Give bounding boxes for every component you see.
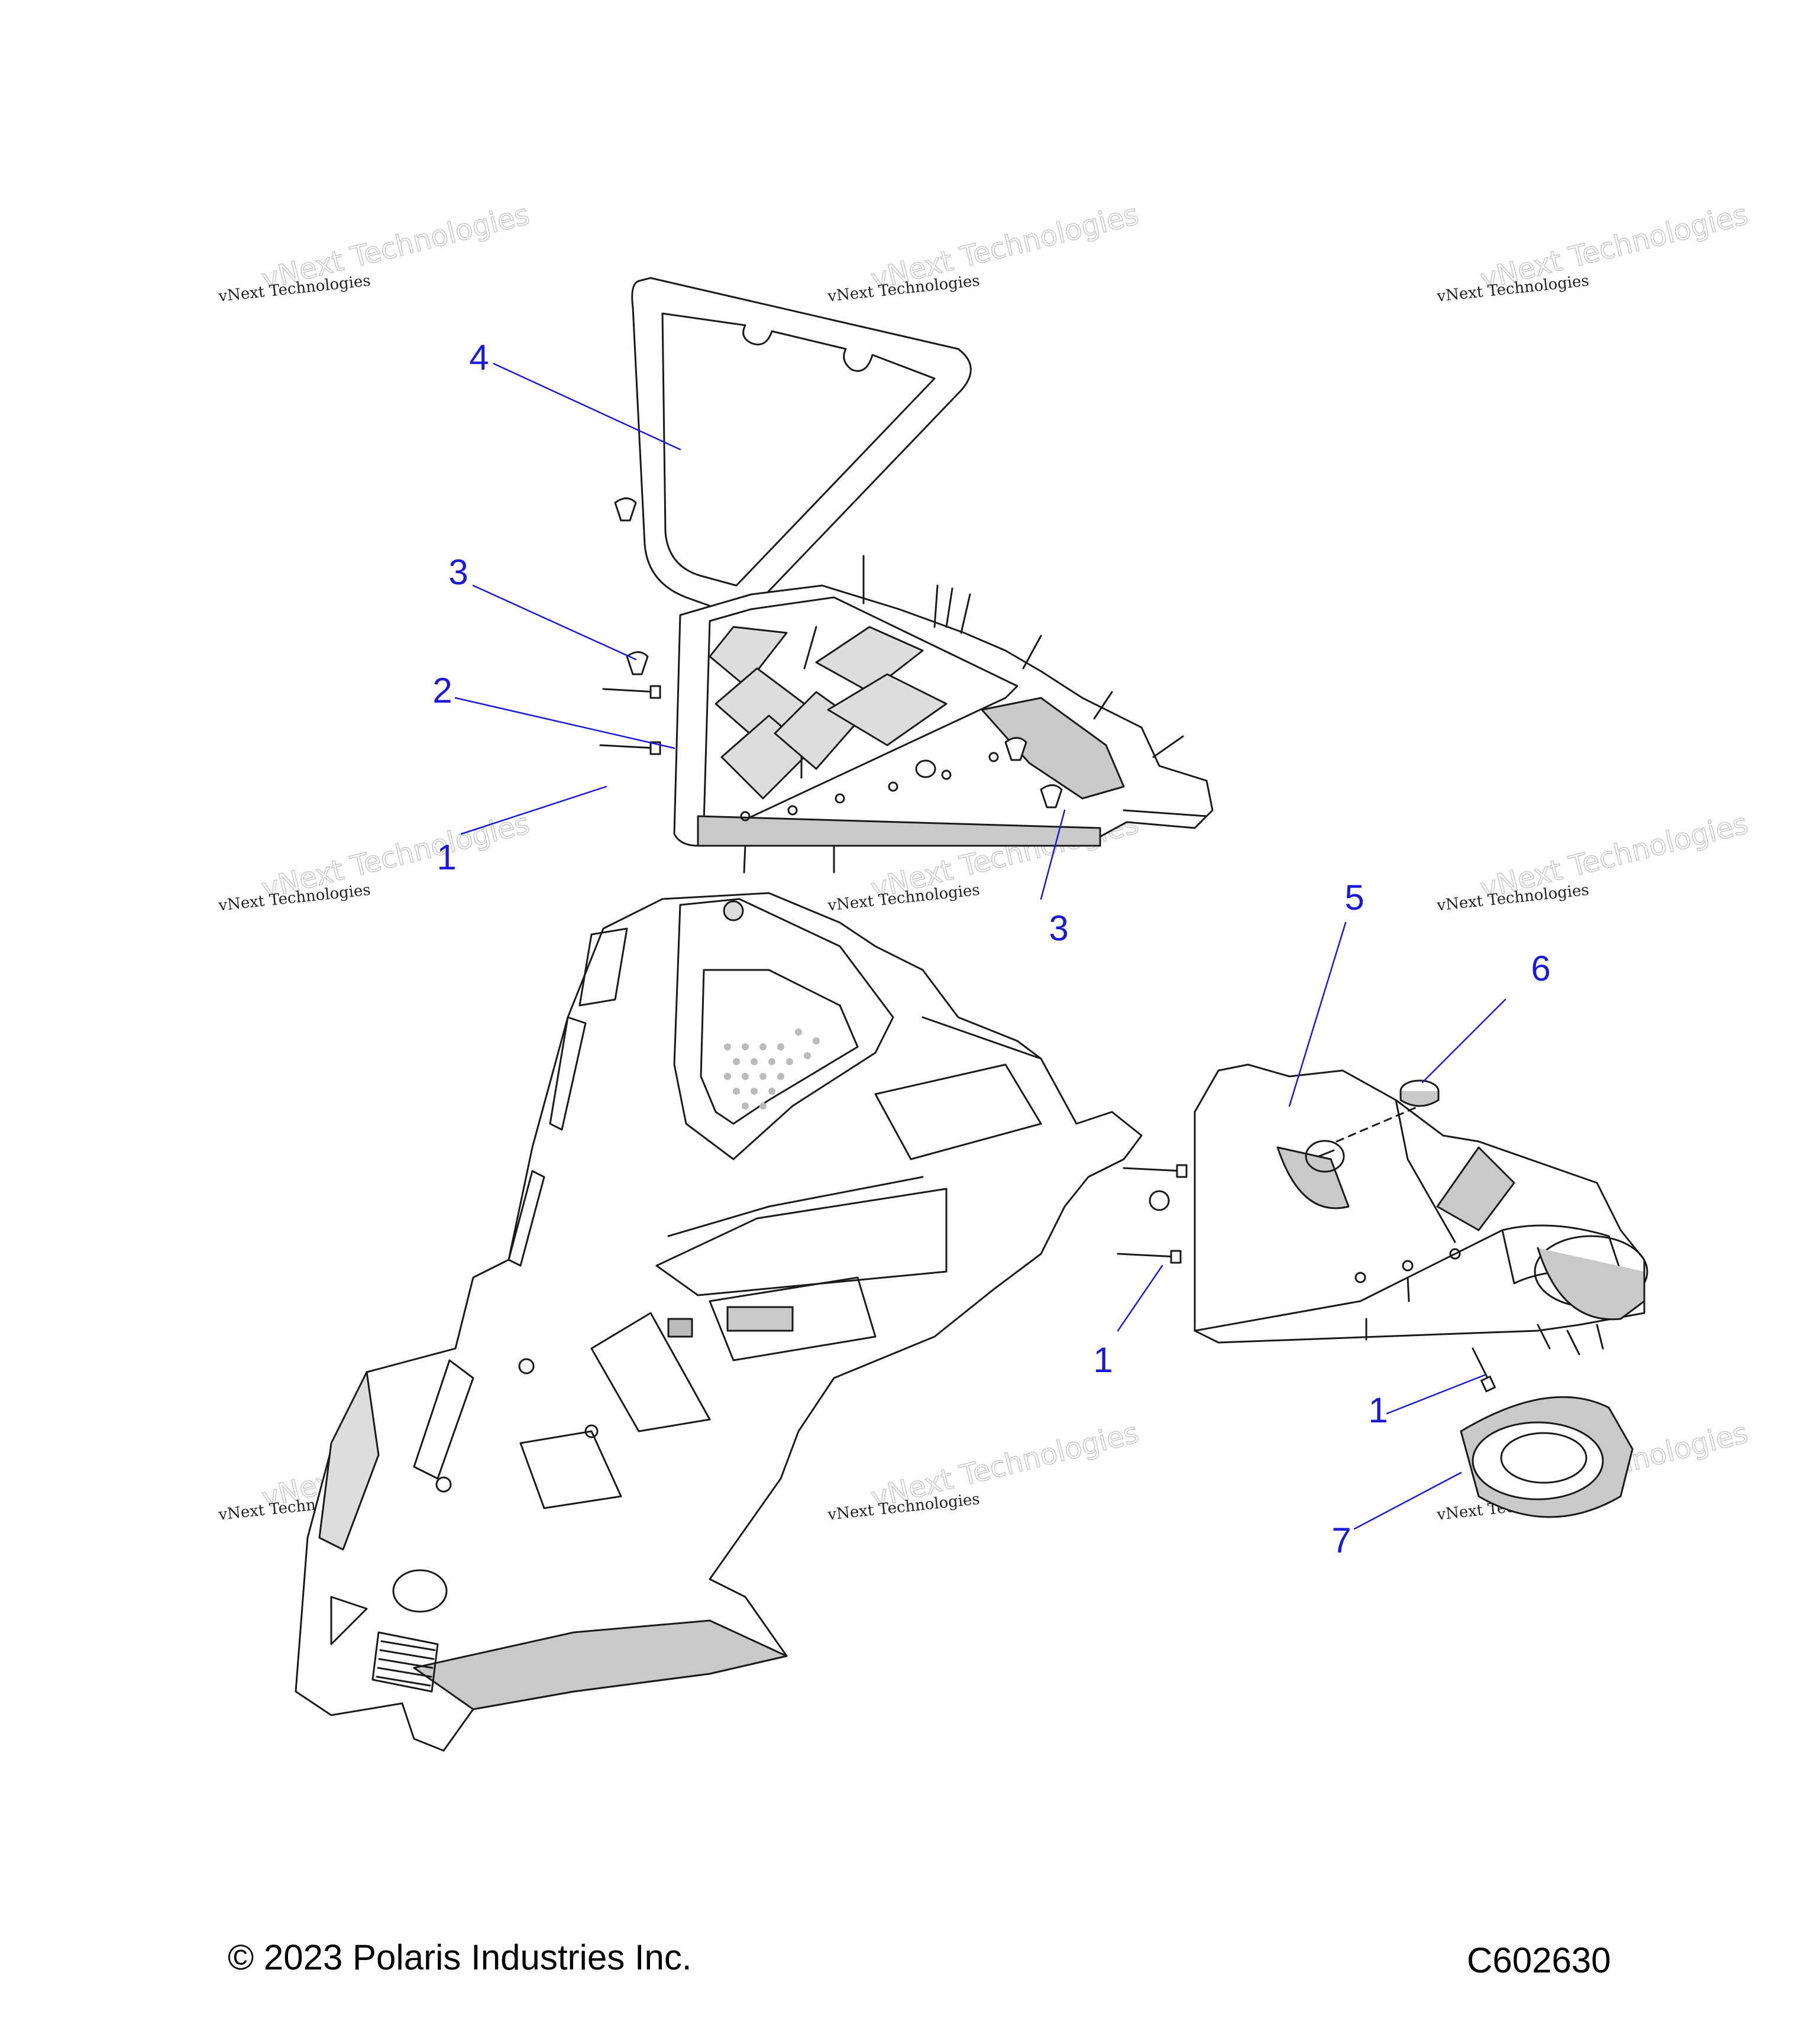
callout-1: 1 <box>1368 1390 1388 1430</box>
leader-lines <box>454 363 1506 1530</box>
part-5-duct-housing <box>1194 1063 1648 1356</box>
callout-4: 4 <box>469 338 489 377</box>
callout-7: 7 <box>1331 1521 1352 1560</box>
callout-1: 1 <box>1093 1340 1113 1380</box>
fasteners-lower <box>1117 1164 1496 1392</box>
callout-3: 3 <box>448 552 468 592</box>
callout-1: 1 <box>437 837 457 877</box>
callout-3: 3 <box>1049 908 1069 948</box>
part-2-bracket <box>673 555 1214 847</box>
callout-2: 2 <box>432 671 452 710</box>
copyright-notice: © 2023 Polaris Industries Inc. <box>228 1938 692 1977</box>
callout-5: 5 <box>1344 878 1365 917</box>
callout-6: 6 <box>1531 949 1551 988</box>
part-hood-body <box>295 892 1170 1752</box>
part-4-screen-frame <box>631 277 972 614</box>
part-7-ring-seal <box>1460 1396 1634 1518</box>
figure-code: C602630 <box>1467 1940 1611 1980</box>
part-6-cap <box>1399 1079 1440 1107</box>
fasteners-upper <box>599 497 1063 874</box>
